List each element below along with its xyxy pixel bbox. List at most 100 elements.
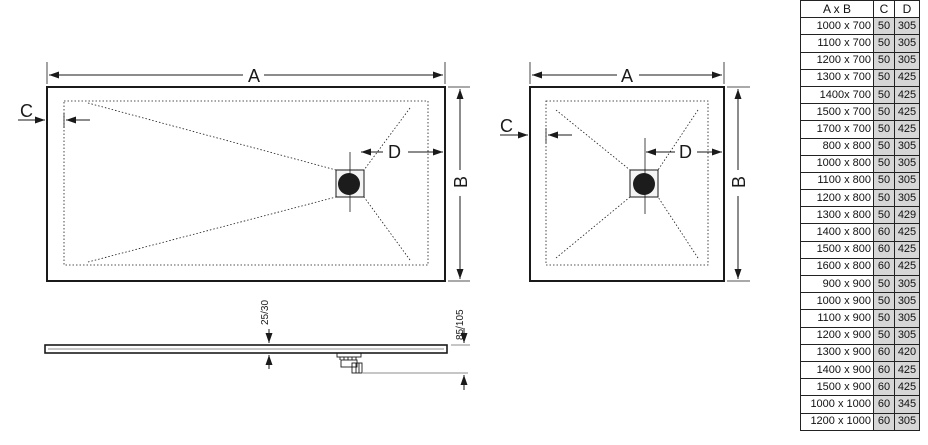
large-tray-outline	[46, 86, 446, 282]
c-value-cell: 60	[873, 343, 895, 362]
c-value-cell: 50	[873, 274, 895, 294]
size-cell: 1400 x 900	[800, 360, 874, 380]
thickness-label: 25/30	[260, 300, 271, 325]
small-tray-top-view	[500, 62, 750, 282]
c-value-cell: 60	[873, 257, 895, 277]
small-tray-outline	[529, 86, 725, 282]
header-a-x-b: A x B	[800, 0, 874, 19]
table-header-row: A x B C D	[800, 0, 920, 19]
d-value-cell: 305	[894, 309, 920, 328]
large-tray-top-view	[18, 62, 470, 282]
c-value-cell: 50	[873, 68, 895, 87]
size-cell: 900 x 900	[800, 274, 874, 294]
tray-side-view	[44, 328, 470, 390]
header-c: C	[873, 0, 895, 19]
small-tray-slope-lines	[555, 109, 699, 259]
side-view-drain-trap	[336, 352, 363, 374]
d-value-cell: 425	[894, 360, 920, 380]
c-value-cell: 50	[873, 292, 895, 311]
size-cell: 1000 x 800	[800, 154, 874, 173]
c-value-cell: 60	[873, 412, 895, 431]
d-value-cell: 345	[894, 395, 920, 414]
d-value-cell: 305	[894, 137, 920, 156]
c-value-cell: 50	[873, 120, 895, 139]
d-value-cell: 305	[894, 274, 920, 294]
size-cell: 1000 x 700	[800, 17, 874, 36]
c-value-cell: 50	[873, 154, 895, 173]
c-value-cell: 50	[873, 137, 895, 156]
d-value-cell: 425	[894, 240, 920, 259]
small-dim-c-label: C	[500, 116, 513, 136]
c-value-cell: 60	[873, 378, 895, 397]
d-value-cell: 425	[894, 257, 920, 277]
header-d: D	[894, 0, 920, 19]
large-tray-slope-lines	[87, 102, 411, 263]
size-cell: 1400x 700	[800, 85, 874, 105]
size-cell: 1000 x 1000	[800, 395, 874, 414]
d-value-cell: 305	[894, 292, 920, 311]
size-cell: 800 x 800	[800, 137, 874, 156]
size-cell: 1500 x 800	[800, 240, 874, 259]
size-cell: 1200 x 700	[800, 51, 874, 70]
d-value-cell: 425	[894, 223, 920, 242]
c-value-cell: 60	[873, 395, 895, 414]
d-value-cell: 429	[894, 206, 920, 225]
c-value-cell: 60	[873, 223, 895, 242]
small-drain-hole	[633, 173, 655, 195]
small-dim-a-label: A	[621, 66, 633, 86]
size-cell: 1400 x 800	[800, 223, 874, 242]
d-value-cell: 425	[894, 68, 920, 87]
d-value-cell: 420	[894, 343, 920, 362]
size-cell: 1100 x 800	[800, 171, 874, 191]
size-cell: 1200 x 900	[800, 326, 874, 345]
small-dim-d-label: D	[679, 142, 692, 162]
c-value-cell: 50	[873, 17, 895, 36]
c-value-cell: 50	[873, 34, 895, 53]
d-value-cell: 305	[894, 326, 920, 345]
large-dim-d-label: D	[388, 142, 401, 162]
drain-height-label: 85/105	[455, 309, 466, 340]
c-value-cell: 50	[873, 103, 895, 122]
c-value-cell: 50	[873, 171, 895, 191]
c-value-cell: 50	[873, 85, 895, 105]
technical-drawing: A B C D A B C D	[18, 62, 750, 390]
large-drain-hole	[338, 173, 360, 195]
small-tray-inner-border	[545, 100, 709, 266]
d-value-cell: 305	[894, 17, 920, 36]
c-value-cell: 60	[873, 360, 895, 380]
d-value-cell: 305	[894, 154, 920, 173]
c-value-cell: 60	[873, 240, 895, 259]
d-value-cell: 305	[894, 412, 920, 431]
size-cell: 1100 x 900	[800, 309, 874, 328]
size-cell: 1300 x 700	[800, 68, 874, 87]
d-value-cell: 305	[894, 189, 920, 208]
d-value-cell: 425	[894, 85, 920, 105]
d-value-cell: 305	[894, 51, 920, 70]
size-cell: 1300 x 900	[800, 343, 874, 362]
d-value-cell: 305	[894, 171, 920, 191]
d-value-cell: 305	[894, 34, 920, 53]
c-value-cell: 50	[873, 309, 895, 328]
size-cell: 1000 x 900	[800, 292, 874, 311]
